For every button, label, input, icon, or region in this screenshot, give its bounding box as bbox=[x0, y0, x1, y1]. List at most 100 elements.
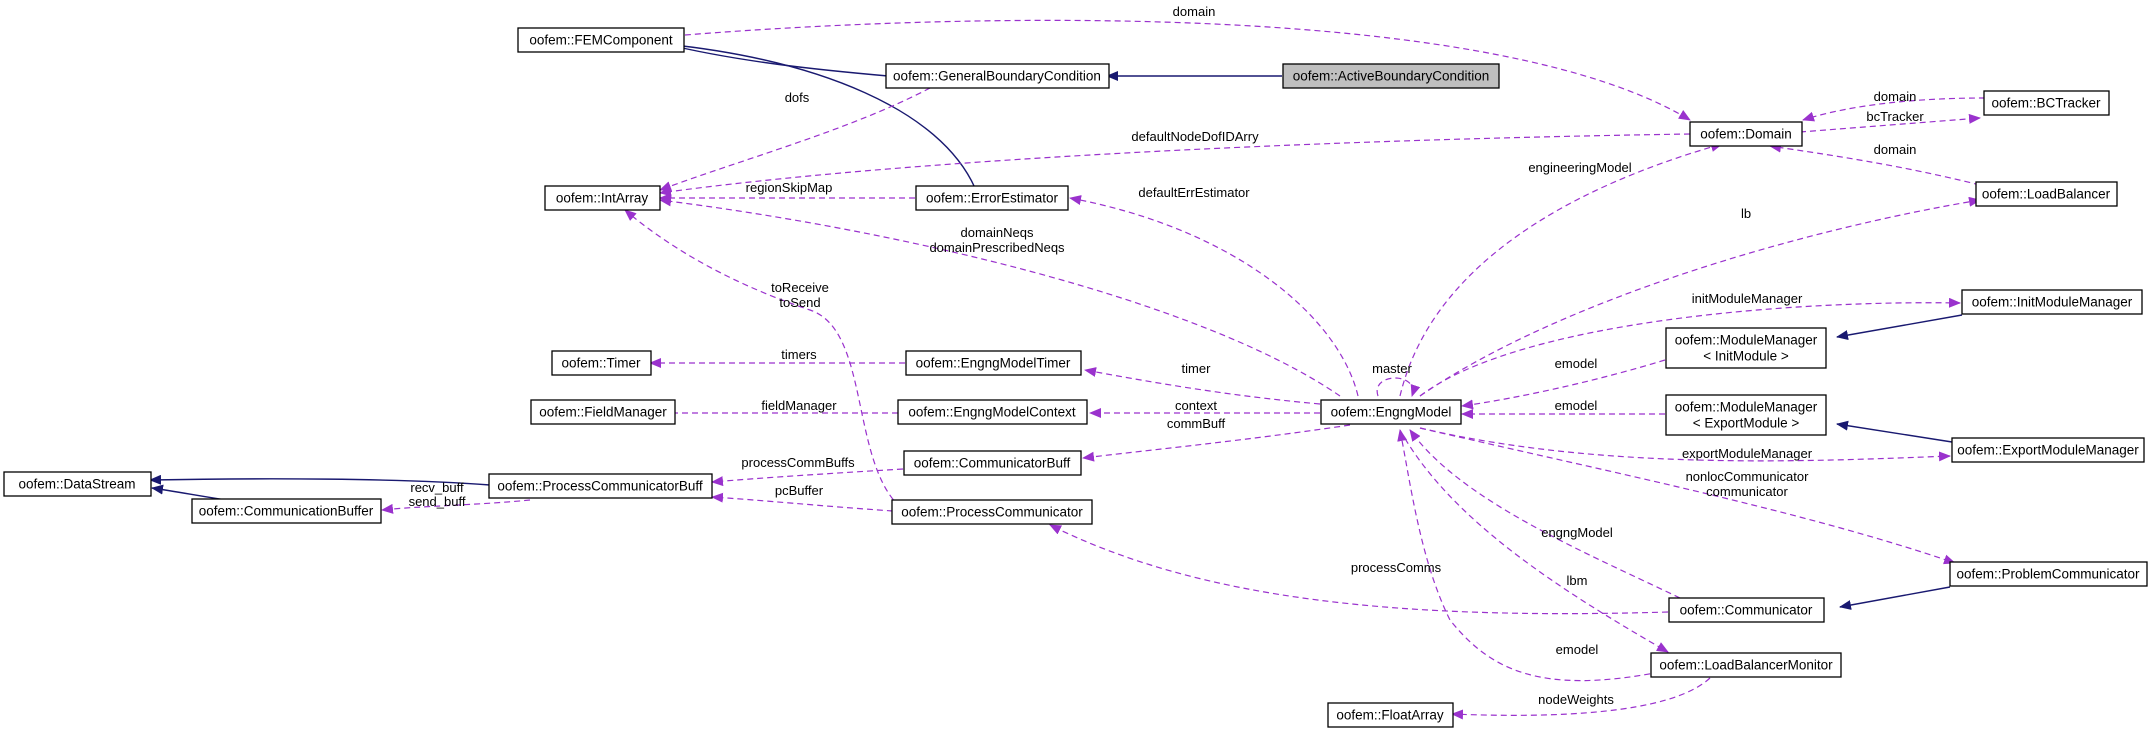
node-engngmodelcontext[interactable]: oofem::EngngModelContext bbox=[897, 399, 1088, 425]
edge-label-lb: lb bbox=[1741, 206, 1751, 221]
node-problemcommunicator[interactable]: oofem::ProblemCommunicator bbox=[1949, 561, 2148, 587]
edge-pcbuff-commbuffer bbox=[381, 499, 531, 514]
svg-text:oofem::Timer: oofem::Timer bbox=[561, 356, 641, 371]
edge-label-fieldmanager: fieldManager bbox=[761, 398, 837, 413]
node-femcomponent[interactable]: oofem::FEMComponent bbox=[517, 27, 685, 53]
edge-label-defaultnodedofidarry: defaultNodeDofIDArry bbox=[1131, 129, 1259, 144]
edge-engngmodel-engngmodeltimer bbox=[1084, 367, 1321, 405]
edge-label-domain-bct: domain bbox=[1874, 89, 1917, 104]
edge-label-domain-top: domain bbox=[1173, 4, 1216, 19]
node-floatarray[interactable]: oofem::FloatArray bbox=[1327, 702, 1454, 728]
edge-initmodulemanager-modulemanager bbox=[1836, 314, 1963, 341]
node-modulemanager-exportmodule[interactable]: oofem::ModuleManager< ExportModule > bbox=[1665, 394, 1827, 436]
edge-label-bctracker: bcTracker bbox=[1866, 109, 1924, 124]
node-communicationbuffer[interactable]: oofem::CommunicationBuffer bbox=[191, 498, 382, 524]
edge-loadbalancermonitor-floatarray bbox=[1451, 677, 1711, 720]
edge-errorestimator-femcomponent bbox=[664, 40, 976, 189]
edge-processcommunicator-intarray bbox=[624, 209, 901, 508]
edge-engngmodel-errorestimator bbox=[1069, 195, 1359, 397]
edge-label-toreceive: toReceive bbox=[771, 280, 829, 295]
edge-label-commbuff: commBuff bbox=[1167, 416, 1226, 431]
edge-communicator-processcommunicator bbox=[1049, 524, 1669, 615]
edge-label-nodeweights: nodeWeights bbox=[1538, 692, 1614, 707]
edge-label-timer: timer bbox=[1182, 361, 1212, 376]
node-errorestimator[interactable]: oofem::ErrorEstimator bbox=[915, 185, 1069, 211]
svg-text:oofem::EngngModel: oofem::EngngModel bbox=[1331, 405, 1452, 420]
edge-loadbalancermonitor-engngmodel bbox=[1397, 429, 1661, 682]
node-fieldmanager[interactable]: oofem::FieldManager bbox=[530, 399, 676, 425]
edge-communicatorbuff-pcbuff bbox=[711, 468, 904, 487]
edge-domain-intarray bbox=[659, 133, 1691, 197]
edge-engngmodel-problemcommunicator bbox=[1419, 427, 1956, 565]
node-loadbalancer[interactable]: oofem::LoadBalancer bbox=[1975, 181, 2118, 207]
edge-loadbalancer-domain bbox=[1769, 142, 1981, 186]
node-bctracker[interactable]: oofem::BCTracker bbox=[1983, 90, 2110, 116]
edge-modulemanagerinit-engngmodel bbox=[1461, 359, 1666, 410]
svg-text:< InitModule >: < InitModule > bbox=[1703, 349, 1789, 364]
edge-femcomponent-domain bbox=[684, 19, 1691, 121]
node-loadbalancermonitor[interactable]: oofem::LoadBalancerMonitor bbox=[1650, 652, 1842, 678]
edge-engngmodel-loadbalancermonitor bbox=[1399, 429, 1669, 653]
node-processcommunicator[interactable]: oofem::ProcessCommunicator bbox=[891, 499, 1093, 525]
edge-label-recv-buff: recv_buff bbox=[410, 480, 464, 495]
edge-label-communicator: communicator bbox=[1706, 484, 1788, 499]
edge-label-engineeringmodel: engineeringModel bbox=[1528, 160, 1631, 175]
node-datastream[interactable]: oofem::DataStream bbox=[3, 471, 152, 497]
node-activeboundarycondition[interactable]: oofem::ActiveBoundaryCondition bbox=[1282, 63, 1500, 89]
node-communicatorbuff[interactable]: oofem::CommunicatorBuff bbox=[903, 450, 1082, 476]
edge-label-defaulterrestimator: defaultErrEstimator bbox=[1138, 185, 1250, 200]
node-exportmodulemanager[interactable]: oofem::ExportModuleManager bbox=[1951, 437, 2145, 463]
node-timer[interactable]: oofem::Timer bbox=[551, 350, 652, 376]
edge-engngmodel-self-master bbox=[1376, 377, 1421, 397]
node-domain[interactable]: oofem::Domain bbox=[1689, 121, 1803, 147]
edge-exportmodulemanager-modulemanager bbox=[1836, 420, 1953, 443]
edge-engngmodel-domain bbox=[1399, 142, 1723, 397]
edge-processcommunicator-pcbuff bbox=[711, 492, 894, 512]
edge-label-initmodulemanager: initModuleManager bbox=[1692, 291, 1803, 306]
svg-text:oofem::EngngModelContext: oofem::EngngModelContext bbox=[908, 405, 1076, 420]
svg-text:oofem::Domain: oofem::Domain bbox=[1700, 127, 1792, 142]
svg-text:oofem::BCTracker: oofem::BCTracker bbox=[1991, 96, 2101, 111]
node-communicator[interactable]: oofem::Communicator bbox=[1668, 597, 1825, 623]
node-initmodulemanager[interactable]: oofem::InitModuleManager bbox=[1961, 289, 2143, 315]
edge-label-timers: timers bbox=[781, 347, 817, 362]
node-intarray[interactable]: oofem::IntArray bbox=[544, 185, 661, 211]
svg-text:oofem::LoadBalancerMonitor: oofem::LoadBalancerMonitor bbox=[1659, 658, 1833, 673]
edge-engngmodel-loadbalancer bbox=[1419, 196, 1981, 397]
svg-text:oofem::Communicator: oofem::Communicator bbox=[1680, 603, 1813, 618]
svg-text:oofem::ProcessCommunicatorBuff: oofem::ProcessCommunicatorBuff bbox=[497, 479, 703, 494]
edge-label-regionskipmap: regionSkipMap bbox=[746, 180, 833, 195]
edge-label-master: master bbox=[1372, 361, 1412, 376]
edge-engngmodel-communicatorbuff bbox=[1082, 424, 1351, 462]
edge-label-dofs: dofs bbox=[785, 90, 810, 105]
svg-text:oofem::FieldManager: oofem::FieldManager bbox=[539, 405, 667, 420]
svg-text:oofem::DataStream: oofem::DataStream bbox=[18, 477, 135, 492]
edge-domain-bctracker bbox=[1799, 113, 1981, 133]
edge-label-emodel-lbm: emodel bbox=[1556, 642, 1599, 657]
node-modulemanager-initmodule[interactable]: oofem::ModuleManager< InitModule > bbox=[1665, 327, 1827, 369]
svg-text:oofem::FEMComponent: oofem::FEMComponent bbox=[529, 33, 673, 48]
edge-label-processcomms: processComms bbox=[1351, 560, 1442, 575]
edge-label-exportmodulemanager: exportModuleManager bbox=[1682, 446, 1813, 461]
svg-text:oofem::ErrorEstimator: oofem::ErrorEstimator bbox=[926, 191, 1059, 206]
node-generalboundarycondition[interactable]: oofem::GeneralBoundaryCondition bbox=[885, 63, 1110, 89]
svg-text:oofem::CommunicatorBuff: oofem::CommunicatorBuff bbox=[914, 456, 1071, 471]
edge-gbc-femcomponent bbox=[664, 41, 889, 77]
svg-text:oofem::GeneralBoundaryConditio: oofem::GeneralBoundaryCondition bbox=[893, 69, 1101, 84]
svg-text:oofem::ModuleManager: oofem::ModuleManager bbox=[1675, 400, 1818, 415]
edge-communicator-engngmodel bbox=[1409, 429, 1681, 599]
svg-text:oofem::InitModuleManager: oofem::InitModuleManager bbox=[1972, 295, 2133, 310]
edge-label-send-buff: send_buff bbox=[409, 494, 466, 509]
node-engngmodeltimer[interactable]: oofem::EngngModelTimer bbox=[905, 350, 1082, 376]
edge-label-domainneqs: domainNeqs bbox=[961, 225, 1034, 240]
edge-label-engngmodel: engngModel bbox=[1541, 525, 1613, 540]
node-engngmodel[interactable]: oofem::EngngModel bbox=[1320, 399, 1462, 425]
edge-problemcommunicator-communicator bbox=[1839, 586, 1951, 610]
edge-label-domainprescribedneqs: domainPrescribedNeqs bbox=[929, 240, 1065, 255]
edge-label-nonloccommunicator: nonlocCommunicator bbox=[1686, 469, 1810, 484]
svg-text:oofem::ProblemCommunicator: oofem::ProblemCommunicator bbox=[1956, 567, 2140, 582]
edge-label-lbm: lbm bbox=[1567, 573, 1588, 588]
node-processcommunicatorbuff[interactable]: oofem::ProcessCommunicatorBuff bbox=[488, 473, 713, 499]
svg-text:oofem::ActiveBoundaryCondition: oofem::ActiveBoundaryCondition bbox=[1293, 69, 1490, 84]
